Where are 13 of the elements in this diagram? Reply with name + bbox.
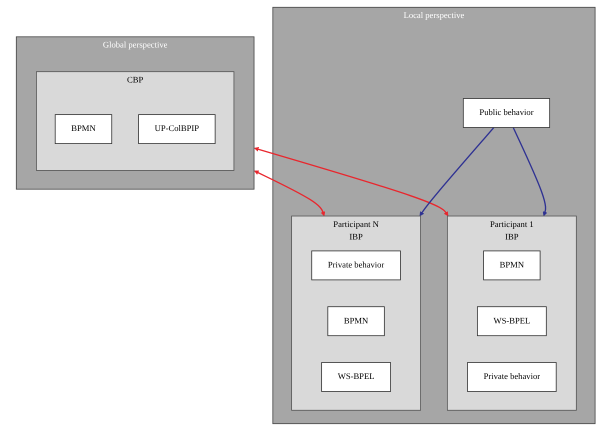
node-box: UP-ColBPIP: [138, 114, 216, 144]
node-box: Private behavior: [311, 250, 401, 280]
arrow: [419, 126, 494, 216]
node-box: Public behavior: [462, 98, 550, 128]
arrow: [254, 170, 325, 216]
node-box: WS-BPEL: [321, 362, 391, 392]
node-box: BPMN: [327, 306, 385, 336]
node-box: BPMN: [54, 114, 112, 144]
arrow: [254, 146, 448, 216]
node-box: BPMN: [482, 250, 540, 280]
node-box: Private behavior: [466, 362, 556, 392]
arrow: [512, 126, 548, 216]
node-box: WS-BPEL: [476, 306, 547, 336]
